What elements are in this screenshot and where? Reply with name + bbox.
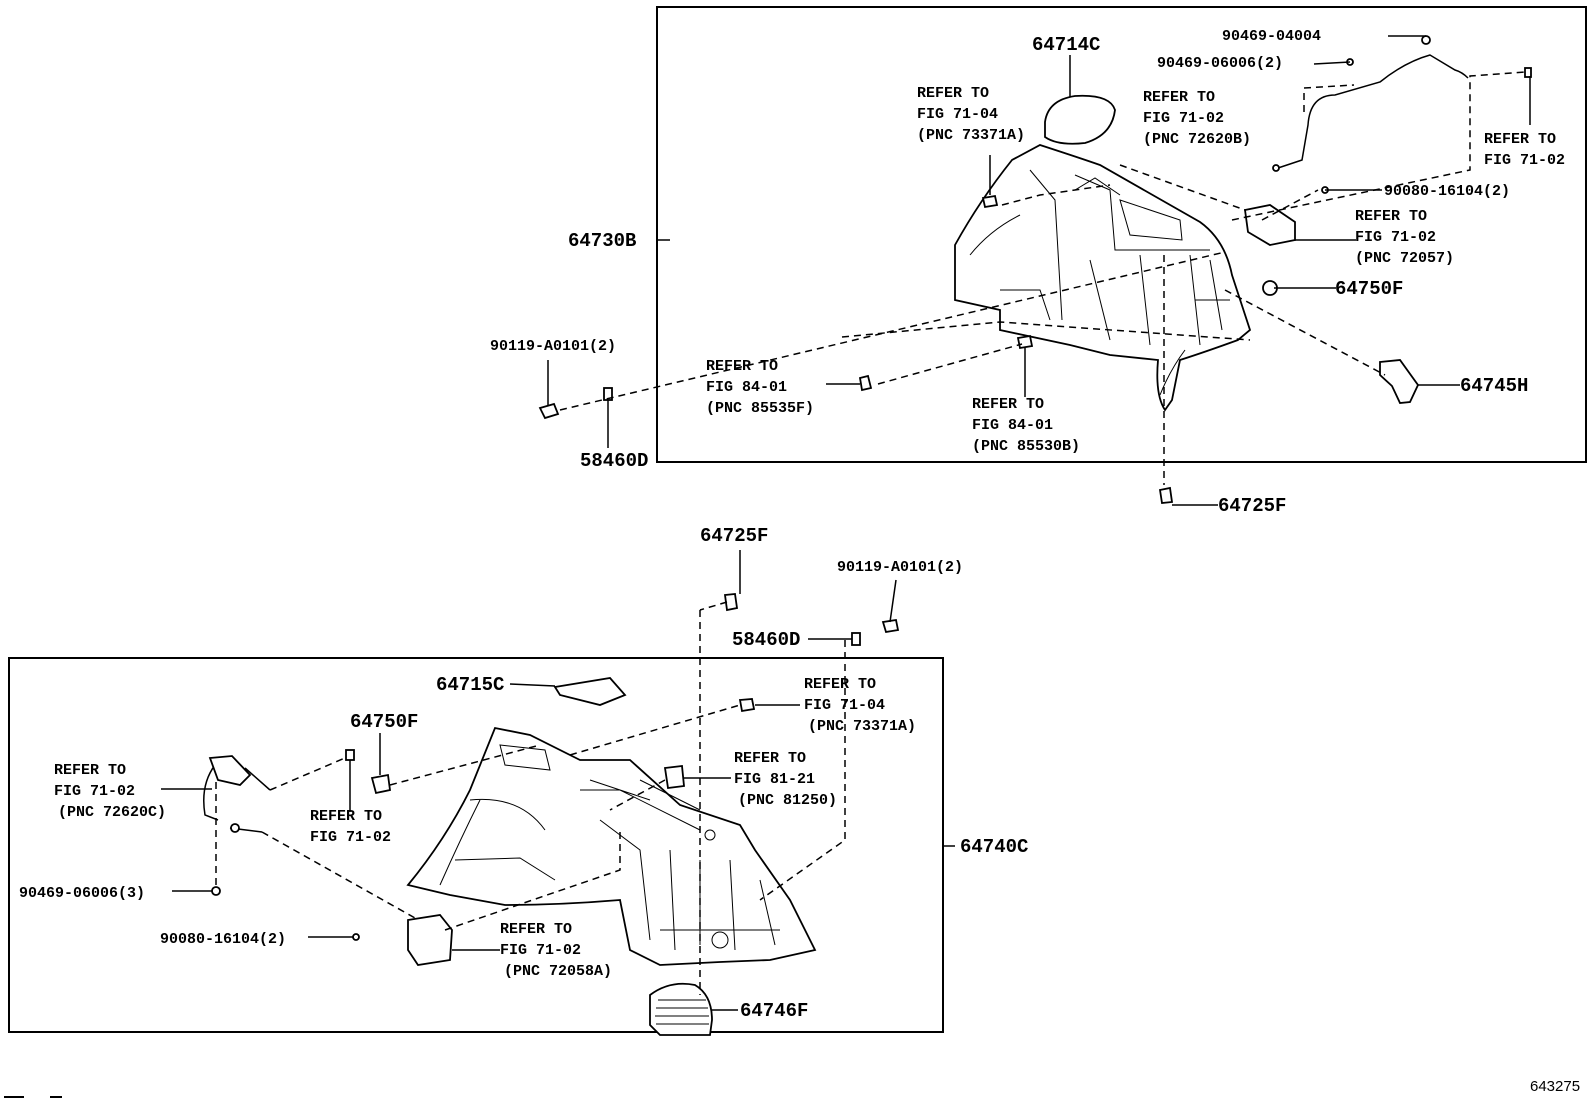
ref-fig-84-01-pnc-85535f: REFER TO FIG 84-01 (PNC 85535F) bbox=[706, 358, 814, 417]
harness-connector-b bbox=[230, 823, 240, 833]
quarter-trim-panel-64730b bbox=[954, 144, 1252, 412]
dash-line bbox=[389, 744, 541, 786]
clip-64725f-top bbox=[1158, 486, 1174, 504]
cover-64714c bbox=[1044, 94, 1116, 145]
part-90469-06006-top: 90469-06006(2) bbox=[1157, 55, 1283, 72]
grille-64746f bbox=[649, 982, 713, 1036]
part-90119-a0101-bottom: 90119-A0101(2) bbox=[837, 559, 963, 576]
clip-73371a bbox=[981, 194, 999, 209]
bracket-64745h bbox=[1379, 359, 1420, 404]
clip-90469-bottom bbox=[211, 886, 221, 896]
bolt-90119-top bbox=[538, 402, 560, 420]
leader-line bbox=[1313, 61, 1351, 65]
harness-clip-a bbox=[345, 749, 355, 761]
dash-line bbox=[699, 601, 728, 611]
bolt-90119-bottom bbox=[881, 618, 900, 634]
clip-73371a-bottom bbox=[738, 698, 756, 713]
dash-line bbox=[877, 343, 1023, 385]
part-64740c: 64740C bbox=[960, 836, 1028, 858]
dash-line bbox=[444, 830, 621, 931]
part-64750f-top: 64750F bbox=[1335, 278, 1403, 300]
part-64746f: 64746F bbox=[740, 1000, 808, 1022]
dash-line bbox=[759, 640, 846, 901]
dash-line bbox=[1119, 164, 1246, 211]
part-58460d-top: 58460D bbox=[580, 450, 648, 472]
bracket-72057 bbox=[1243, 204, 1296, 246]
part-64730b: 64730B bbox=[568, 230, 636, 252]
wire-connector-b bbox=[1421, 35, 1431, 45]
harness-connector-72620c bbox=[208, 755, 252, 786]
wire-connector-a bbox=[1272, 164, 1280, 172]
fastener-85530b bbox=[1016, 334, 1034, 350]
wire-harness-72620b bbox=[1277, 54, 1469, 169]
dash-line bbox=[569, 704, 741, 756]
part-64714c: 64714C bbox=[1032, 34, 1100, 56]
diagram-number: 643275 bbox=[1530, 1078, 1580, 1095]
clip-64750f-bottom bbox=[370, 773, 392, 795]
part-90080-16104-bottom: 90080-16104(2) bbox=[160, 931, 286, 948]
ref-fig-71-02-pnc-72620c: REFER TO FIG 71-02 (PNC 72620C) bbox=[54, 762, 166, 821]
part-64725f-top: 64725F bbox=[1218, 495, 1286, 517]
part-64725f-bottom: 64725F bbox=[700, 525, 768, 547]
dash-line bbox=[559, 251, 1226, 411]
dash-line bbox=[261, 831, 416, 919]
ref-fig-84-01-pnc-85530b: REFER TO FIG 84-01 (PNC 85530B) bbox=[972, 396, 1080, 455]
part-64745h: 64745H bbox=[1460, 375, 1528, 397]
dash-line bbox=[1224, 289, 1386, 376]
part-90469-06006-bottom: 90469-06006(3) bbox=[19, 885, 145, 902]
ref-fig-71-02-pnc-72057: REFER TO FIG 71-02 (PNC 72057) bbox=[1355, 208, 1454, 267]
ref-fig-81-21-pnc-81250: REFER TO FIG 81-21 (PNC 81250) bbox=[734, 750, 837, 809]
part-64750f-bottom: 64750F bbox=[350, 711, 418, 733]
dash-line bbox=[1261, 189, 1319, 221]
fastener-85535f bbox=[858, 374, 873, 392]
dash-line bbox=[1001, 184, 1111, 206]
dash-line bbox=[1231, 71, 1526, 221]
top-assembly: 64714C 64730B 90469-04004 90469-06006(2)… bbox=[490, 6, 1587, 517]
screw-90080-bottom bbox=[352, 933, 360, 941]
nut-58460d-bottom bbox=[851, 632, 861, 646]
part-64715c: 64715C bbox=[436, 674, 504, 696]
dash-line bbox=[269, 757, 346, 791]
ref-fig-71-04-bottom: REFER TO FIG 71-04 (PNC 73371A) bbox=[804, 676, 916, 735]
bracket-81250 bbox=[663, 764, 685, 790]
part-58460d-bottom: 58460D bbox=[732, 629, 800, 651]
bottom-assembly: 64725F 90119-A0101(2) 58460D 64715C 6475… bbox=[8, 525, 1028, 1036]
dash-line bbox=[1303, 84, 1355, 112]
dash-line bbox=[841, 321, 1251, 341]
clip-64725f-bottom bbox=[723, 593, 739, 612]
ref-fig-71-02-bottom: REFER TO FIG 71-02 bbox=[310, 808, 391, 846]
part-90080-16104-top: 90080-16104(2) bbox=[1384, 183, 1510, 200]
quarter-trim-panel-64740c bbox=[406, 726, 817, 966]
ref-fig-71-04-top: REFER TO FIG 71-04 (PNC 73371A) bbox=[917, 85, 1025, 144]
wire-clip bbox=[1524, 67, 1532, 78]
ref-fig-71-02-top-right: REFER TO FIG 71-02 bbox=[1484, 131, 1565, 169]
cover-64715c bbox=[553, 677, 627, 706]
top-assembly-frame bbox=[656, 6, 1587, 463]
dash-line bbox=[609, 779, 666, 811]
part-90119-a0101-top: 90119-A0101(2) bbox=[490, 338, 616, 355]
part-90469-04004: 90469-04004 bbox=[1222, 28, 1321, 45]
bottom-assembly-frame bbox=[8, 657, 944, 1033]
bracket-72058a bbox=[407, 914, 453, 966]
ref-fig-71-02-pnc-72620b: REFER TO FIG 71-02 (PNC 72620B) bbox=[1143, 89, 1251, 148]
leader-line bbox=[509, 683, 556, 687]
leader-line bbox=[889, 579, 897, 623]
ref-fig-71-02-pnc-72058a: REFER TO FIG 71-02 (PNC 72058A) bbox=[500, 921, 612, 980]
